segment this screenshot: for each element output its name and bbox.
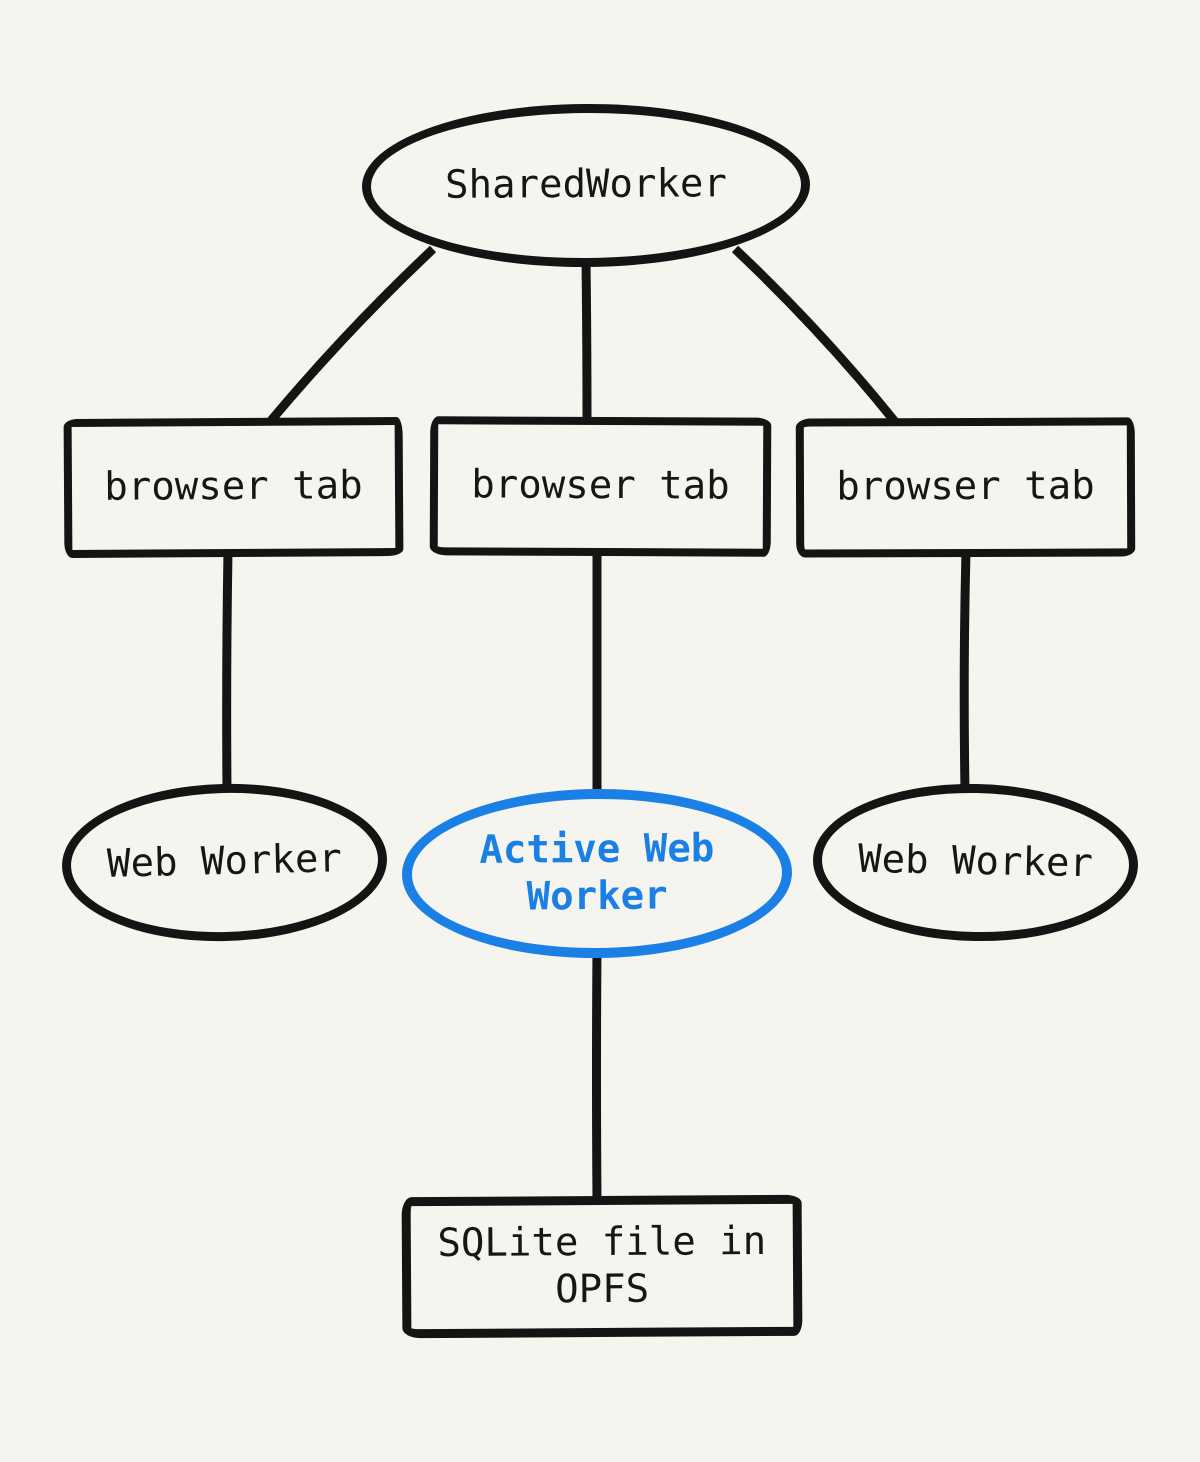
web-worker-right-label: Web Worker: [857, 837, 1094, 887]
edge-sharedworker-to-tab-2: [581, 260, 592, 424]
active-web-worker-label: Active Web Worker: [479, 826, 715, 919]
browser-tab-3-label: browser tab: [836, 464, 1095, 510]
edge-active-worker-to-storage: [592, 947, 602, 1204]
web-worker-left-label: Web Worker: [106, 836, 343, 888]
node-sqlite-opfs: SQLite file in OPFS: [401, 1194, 803, 1339]
edge-tab-1-to-worker-left: [222, 550, 233, 792]
node-browser-tab-2: browser tab: [429, 416, 772, 557]
sharedworker-label: SharedWorker: [444, 161, 727, 209]
edge-sharedworker-to-tab-3: [731, 245, 900, 426]
browser-tab-1-label: browser tab: [104, 463, 363, 511]
node-browser-tab-3: browser tab: [795, 417, 1136, 558]
sqlite-opfs-label: SQLite file in OPFS: [437, 1219, 767, 1312]
browser-tab-2-label: browser tab: [471, 462, 730, 510]
node-browser-tab-1: browser tab: [63, 416, 404, 559]
edge-sharedworker-to-tab-1: [265, 245, 437, 426]
edge-tab-3-to-worker-right: [959, 550, 971, 792]
